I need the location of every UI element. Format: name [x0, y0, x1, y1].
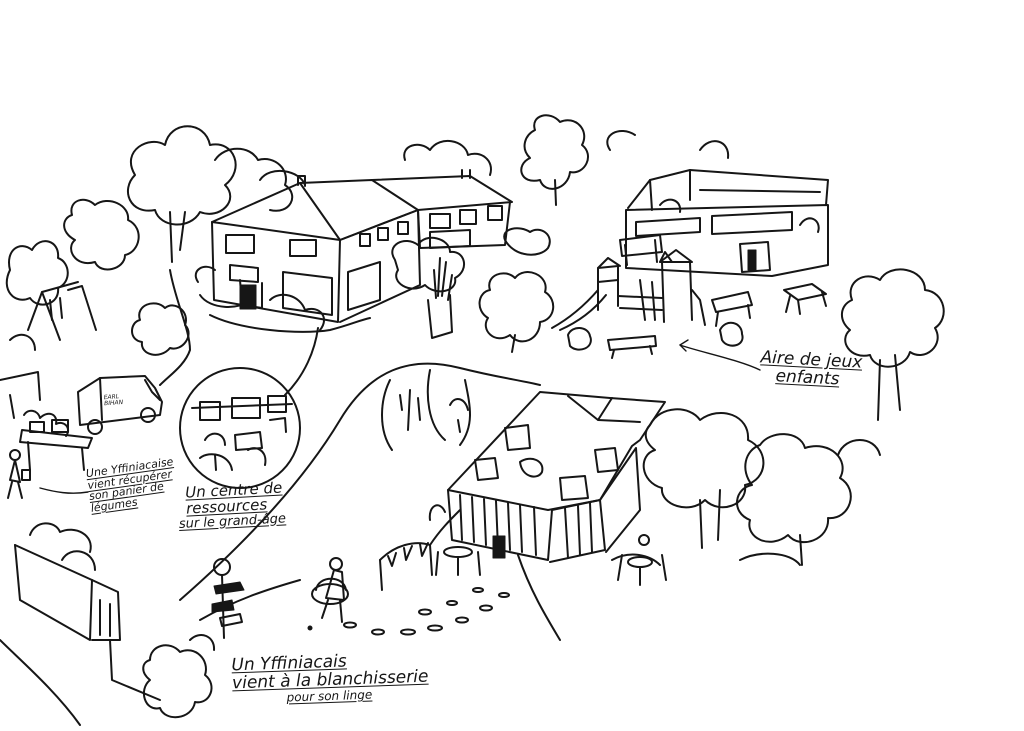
vegetables-leader [39, 487, 89, 494]
trees-top-left [126, 125, 306, 263]
terrace [379, 504, 667, 591]
laundry-building [447, 391, 666, 563]
trees-left [5, 198, 190, 356]
swing-set [27, 281, 97, 341]
laundry-visitor-figure [307, 557, 349, 631]
trees-top-middle [403, 114, 730, 206]
annotation-resource-centre: Un centre de ressources sur le grand-âge [178, 479, 286, 532]
trees-playground [478, 268, 945, 421]
van-sign: EARL BIHAN [103, 393, 124, 408]
delivery-van [77, 375, 163, 435]
playground-leader [679, 339, 761, 371]
lower-path [199, 554, 561, 641]
planter [427, 257, 453, 339]
garden-wall [0, 522, 161, 726]
market-stall [0, 371, 93, 471]
top-right-building [619, 169, 829, 277]
bushes-building [194, 227, 551, 331]
main-building [211, 169, 513, 323]
annotation-laundry: Un Yffiniacais vient à la blanchisserie … [231, 651, 429, 706]
stepping-stones [343, 587, 510, 636]
annotation-playground: Aire de jeux enfants [759, 347, 863, 390]
shopper-figure [7, 449, 31, 499]
hill-path [179, 362, 541, 601]
signpost [211, 558, 245, 639]
playground-equipment [551, 249, 827, 359]
trees-right [642, 408, 881, 566]
resource-centre-bubble [179, 367, 301, 489]
paths [159, 269, 371, 396]
bushes-bottom [142, 634, 216, 718]
